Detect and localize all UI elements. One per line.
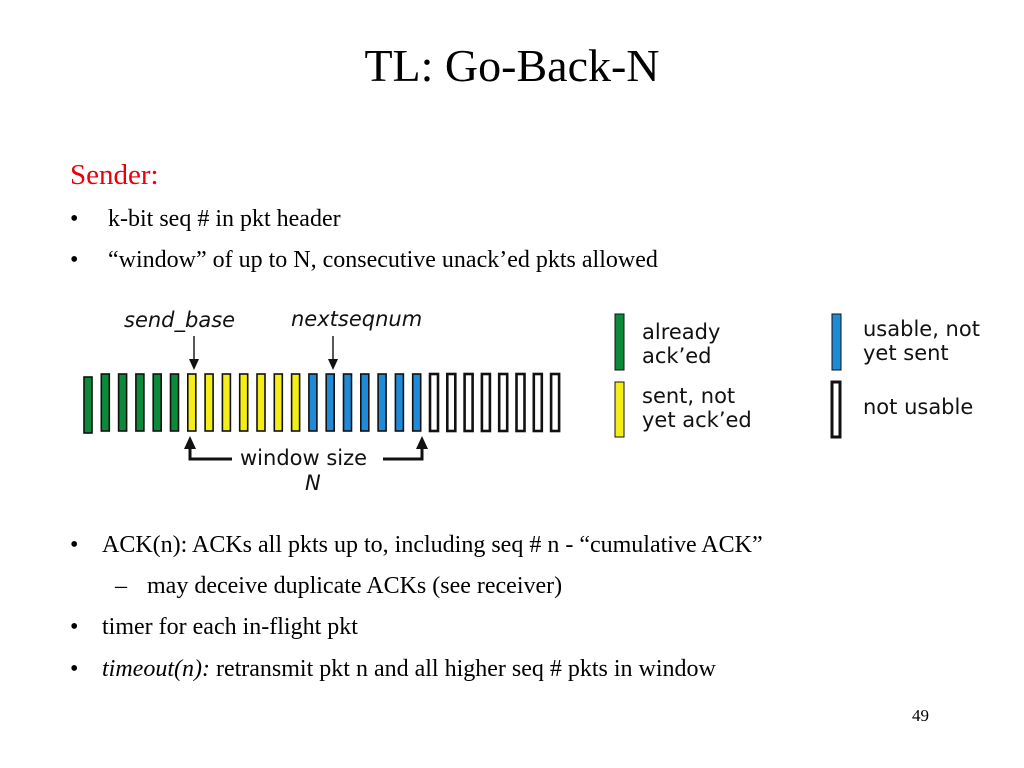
legend-sent-line2: yet ack’ed <box>642 408 752 432</box>
segment-yellow <box>221 373 232 432</box>
legend-swatch-sent <box>614 381 625 438</box>
segment-green <box>152 373 162 432</box>
timeout-label: timeout(n): <box>102 656 210 682</box>
legend-swatch-notusable <box>830 380 842 439</box>
segment-blue <box>308 373 318 432</box>
legend-usable-line1: usable, not <box>863 317 980 341</box>
segment-yellow <box>256 373 266 432</box>
segment-yellow <box>204 373 214 432</box>
segment-green <box>117 373 128 432</box>
legend-swatch-usable <box>831 313 842 371</box>
bullet-timeout-text: timeout(n): retransmit pkt n and all hig… <box>102 654 716 684</box>
legend-acked-line1: already <box>642 320 720 344</box>
segment-blue <box>359 373 370 432</box>
segment-blue <box>411 373 422 432</box>
segment-blue <box>325 373 336 432</box>
segment-white <box>428 372 440 433</box>
dash-glyph: – <box>115 573 127 599</box>
legend-sent-line1: sent, not <box>642 384 735 408</box>
segment-yellow <box>273 373 284 432</box>
nextseqnum-label: nextseqnum <box>291 307 422 331</box>
segment-yellow <box>290 373 301 432</box>
bullet-dot: • <box>70 206 79 232</box>
legend-swatch-acked <box>614 313 625 371</box>
window-bracket-left <box>188 442 232 461</box>
segment-yellow <box>238 373 249 432</box>
page-number: 49 <box>912 706 929 725</box>
segment-blue <box>394 373 405 432</box>
sender-bullet-text: k-bit seq # in pkt header <box>108 206 341 232</box>
segment-blue <box>342 373 353 432</box>
segment-blue <box>377 373 387 432</box>
segment-yellow <box>187 373 197 432</box>
window-arrowhead-right <box>416 436 428 449</box>
bullet-ack-sub-text: may deceive duplicate ACKs (see receiver… <box>147 573 563 599</box>
nextseqnum-arrowhead <box>328 359 338 370</box>
window-n-label: N <box>305 471 321 495</box>
sequence-number-space <box>83 372 561 434</box>
legend-acked-line2: ack’ed <box>642 344 712 368</box>
legend-notusable-line1: not usable <box>863 395 973 419</box>
window-bracket-right <box>383 442 424 461</box>
segment-white <box>515 372 526 433</box>
bullet-dot: • <box>70 532 79 558</box>
bullet-dot: • <box>70 614 79 640</box>
window-size-label: window size <box>240 446 367 470</box>
legend: already ack’ed usable, not yet sent sent… <box>614 313 980 439</box>
legend-usable-line2: yet sent <box>863 341 949 365</box>
segment-white <box>463 372 474 433</box>
sender-bullet-text: “window” of up to N, consecutive unack’e… <box>108 247 658 273</box>
segment-white <box>480 372 492 433</box>
segment-green <box>83 376 93 434</box>
bullet-ack-text: ACK(n): ACKs all pkts up to, including s… <box>102 532 763 558</box>
bullet-dot: • <box>70 656 79 682</box>
bullet-dot: • <box>70 247 79 273</box>
slide-title: TL: Go-Back-N <box>364 40 660 91</box>
timeout-rest: retransmit pkt n and all higher seq # pk… <box>209 656 716 682</box>
segment-green <box>169 373 180 432</box>
bullet-timer-text: timer for each in-flight pkt <box>102 614 358 640</box>
segment-white <box>497 372 509 433</box>
sender-heading: Sender: <box>70 159 159 191</box>
send-base-label: send_base <box>124 308 235 333</box>
segment-white <box>445 372 457 433</box>
segment-white <box>532 372 544 433</box>
segment-green <box>135 373 145 432</box>
segment-green <box>100 373 111 432</box>
segment-white <box>549 372 561 433</box>
window-arrowhead-left <box>184 436 196 449</box>
send-base-arrowhead <box>189 359 199 370</box>
